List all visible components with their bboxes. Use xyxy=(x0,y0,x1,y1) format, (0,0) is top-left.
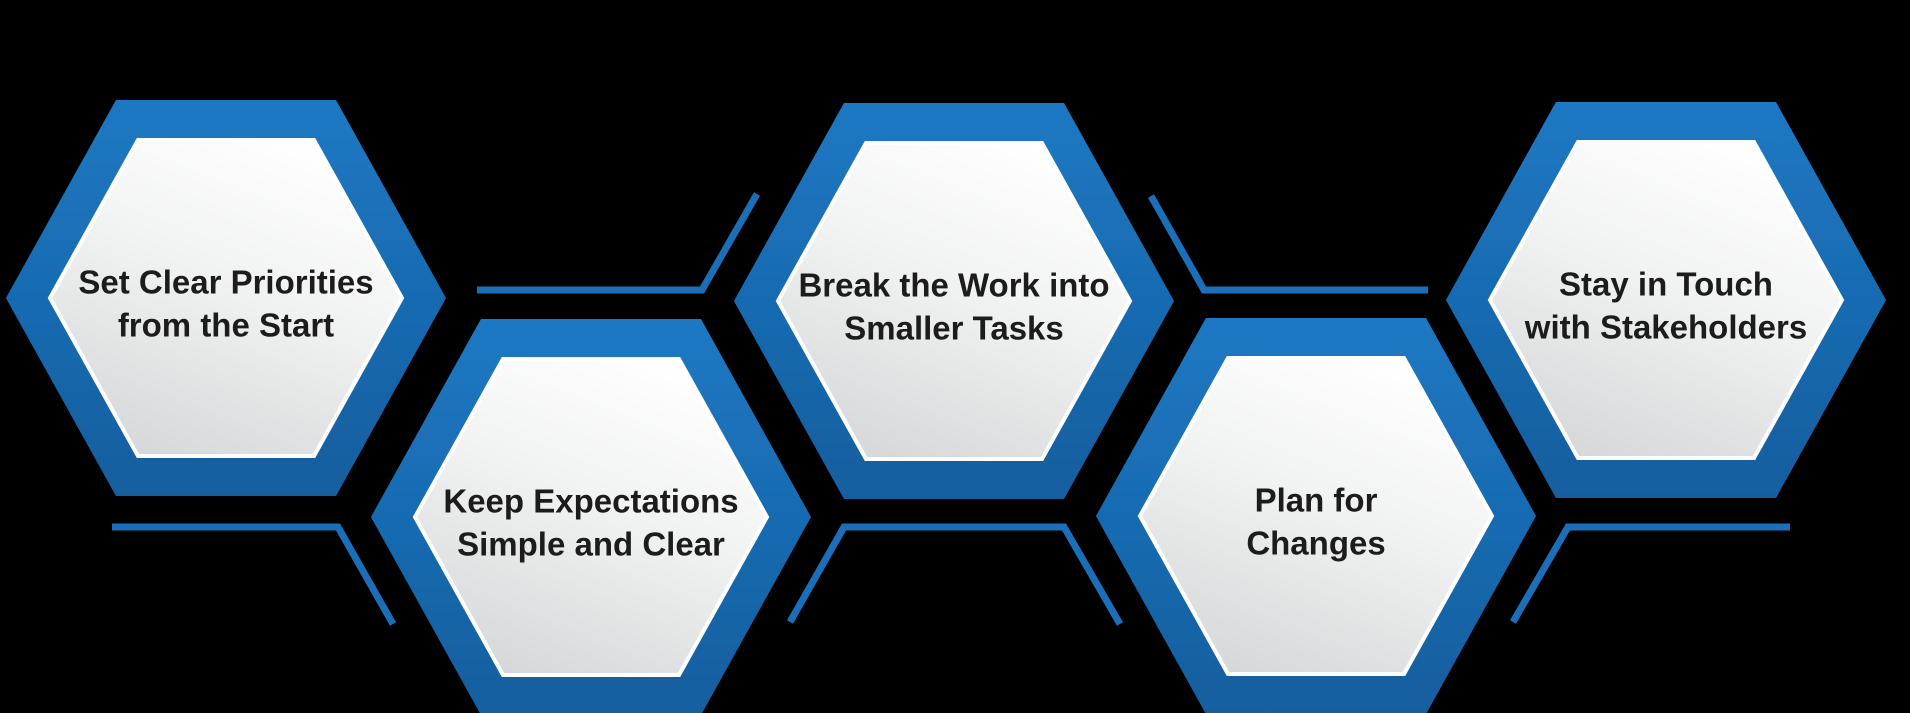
hexagon-label-line1: Set Clear Priorities xyxy=(78,264,373,301)
hexagon-step-2: Keep Expectations Simple and Clear xyxy=(371,319,811,713)
hexagon-label-line2: Simple and Clear xyxy=(457,526,725,563)
hexagon-step-4: Plan for Changes xyxy=(1096,318,1536,713)
hexagon-step-3: Break the Work into Smaller Tasks xyxy=(734,103,1174,499)
accent-line-bottom-left xyxy=(112,523,397,626)
accent-line-top-right xyxy=(1147,194,1428,294)
hexagon-inner-panel xyxy=(775,141,1133,461)
accent-line-bottom-right xyxy=(1509,523,1790,624)
hexagon-inner-panel xyxy=(1487,140,1845,460)
hexagon-step-1: Set Clear Priorities from the Start xyxy=(6,100,446,496)
hexagon-label-line1: Stay in Touch xyxy=(1559,266,1773,303)
accent-lines xyxy=(112,192,1790,626)
hexagon-inner-panel xyxy=(1137,356,1495,676)
hexagon-label-line2: Changes xyxy=(1246,525,1385,562)
hexagon-label-line1: Plan for xyxy=(1255,482,1378,519)
hexagon-label-line1: Keep Expectations xyxy=(443,483,738,520)
hexagon-label-line2: from the Start xyxy=(118,307,334,344)
accent-line-top-left xyxy=(477,192,761,294)
hexagon-inner-panel xyxy=(412,357,770,677)
hexagon-label-line2: Smaller Tasks xyxy=(844,310,1064,347)
hexagon-label-line2: with Stakeholders xyxy=(1524,309,1807,346)
accent-line-bottom-middle xyxy=(786,523,1124,626)
hexagon-step-5: Stay in Touch with Stakeholders xyxy=(1446,102,1886,498)
hexagon-label-line1: Break the Work into xyxy=(798,267,1109,304)
hexagon-inner-panel xyxy=(47,138,405,458)
